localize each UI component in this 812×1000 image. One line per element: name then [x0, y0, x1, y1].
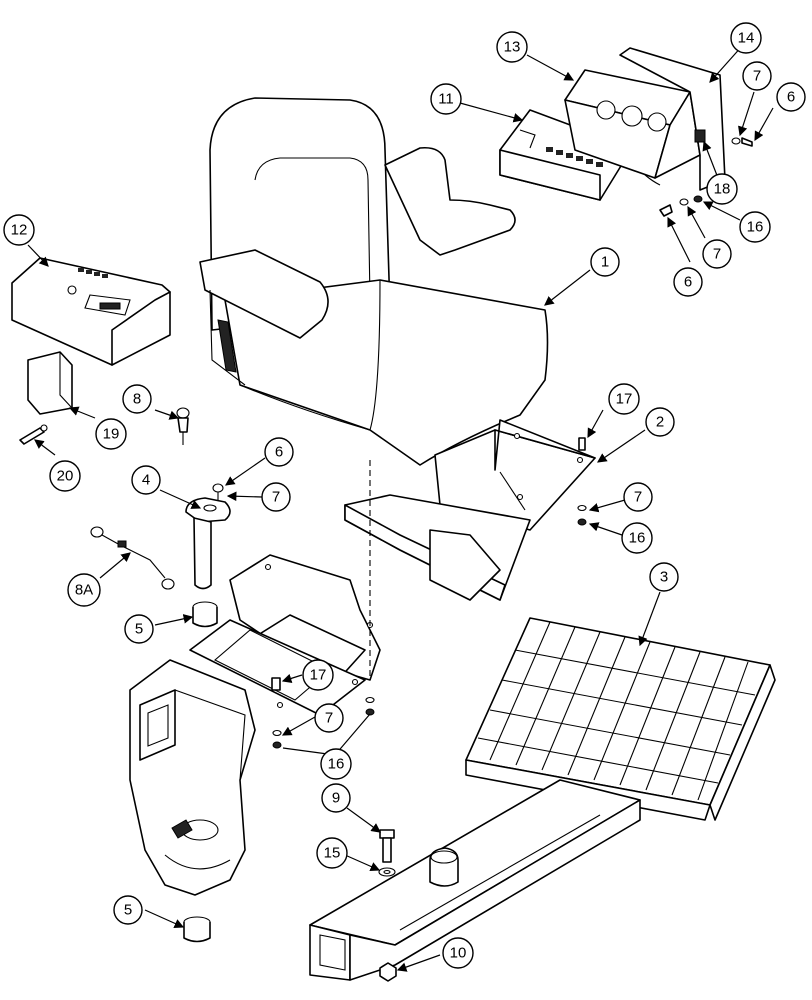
- svg-text:6: 6: [275, 444, 283, 461]
- svg-text:5: 5: [135, 621, 143, 638]
- step-grating-part: [465, 617, 776, 821]
- callout-16-frame: 16: [320, 748, 352, 780]
- svg-text:20: 20: [57, 468, 74, 485]
- svg-text:12: 12: [11, 222, 28, 239]
- callout-2: 2: [645, 407, 675, 437]
- svg-text:16: 16: [747, 219, 764, 236]
- svg-text:6: 6: [787, 89, 795, 106]
- callout-6-post: 6: [264, 437, 294, 467]
- bolt-part: [379, 829, 395, 863]
- svg-text:19: 19: [103, 426, 120, 443]
- callout-19: 19: [95, 418, 127, 450]
- svg-text:10: 10: [450, 945, 467, 962]
- svg-text:7: 7: [325, 710, 333, 727]
- svg-text:2: 2: [656, 414, 664, 431]
- frame-hardware: [271, 437, 587, 749]
- lynch-pin-part: [176, 407, 190, 445]
- svg-text:5: 5: [124, 902, 132, 919]
- svg-text:8: 8: [133, 391, 141, 408]
- washer-part: [378, 867, 396, 877]
- callout-7-plate: 7: [623, 482, 653, 512]
- callout-13: 13: [496, 31, 528, 63]
- callout-7-top: 7: [742, 61, 772, 91]
- callout-11: 11: [430, 83, 462, 115]
- svg-text:15: 15: [324, 845, 341, 862]
- callout-17-frame: 17: [302, 659, 334, 691]
- callout-10: 10: [442, 937, 474, 969]
- callout-6-box: 6: [673, 267, 703, 297]
- callout-9: 9: [321, 783, 351, 813]
- svg-text:3: 3: [660, 569, 668, 586]
- svg-text:7: 7: [634, 489, 642, 506]
- callout-14: 14: [730, 22, 762, 54]
- svg-text:4: 4: [142, 472, 150, 489]
- callout-6-top: 6: [776, 82, 806, 112]
- leader-lines: [27, 44, 774, 972]
- callout-15: 15: [316, 837, 348, 869]
- pivot-post-part: [185, 483, 231, 590]
- fastener-hardware: [659, 137, 753, 217]
- nut-part: [379, 962, 397, 982]
- callout-18: 18: [706, 173, 738, 205]
- callout-8: 8: [122, 384, 152, 414]
- callout-17-plate: 17: [608, 383, 640, 415]
- svg-text:17: 17: [616, 391, 633, 408]
- callout-5-upper: 5: [124, 614, 154, 644]
- svg-text:6: 6: [684, 274, 692, 291]
- callout-5-lower: 5: [113, 895, 143, 925]
- lanyard-cable-part: [90, 526, 175, 590]
- svg-text:16: 16: [328, 756, 345, 773]
- control-box-part: [499, 109, 661, 201]
- svg-text:7: 7: [272, 489, 280, 506]
- manual-pouch-part: [27, 351, 73, 415]
- svg-text:1: 1: [601, 254, 609, 271]
- callout-1: 1: [590, 247, 620, 277]
- bushing-upper: [192, 601, 218, 628]
- callout-7-frame: 7: [314, 703, 344, 733]
- svg-text:9: 9: [332, 790, 340, 807]
- svg-text:7: 7: [753, 68, 761, 85]
- mounting-plate-part: [434, 419, 596, 531]
- seat-frame-part: [189, 494, 531, 716]
- svg-text:18: 18: [714, 181, 731, 198]
- seat-part: [199, 97, 549, 466]
- callout-3: 3: [649, 562, 679, 592]
- callout-4: 4: [131, 465, 161, 495]
- svg-text:17: 17: [310, 667, 327, 684]
- swivel-housing-part: [129, 659, 256, 896]
- callout-16-plate: 16: [621, 522, 653, 554]
- callout-7-box: 7: [702, 239, 732, 269]
- svg-text:8A: 8A: [75, 582, 93, 599]
- callout-16-box: 16: [739, 211, 771, 243]
- svg-text:14: 14: [738, 30, 755, 47]
- svg-text:13: 13: [504, 39, 521, 56]
- callout-20: 20: [49, 460, 81, 492]
- svg-text:7: 7: [713, 246, 721, 263]
- bracket-part: [564, 47, 726, 191]
- callout-8a: 8A: [67, 573, 101, 607]
- panel-part: [11, 257, 171, 366]
- callout-7-post: 7: [261, 482, 291, 512]
- svg-text:16: 16: [629, 530, 646, 547]
- mounting-rail-part: [309, 779, 641, 981]
- svg-text:11: 11: [438, 91, 454, 108]
- pin-part: [19, 424, 48, 445]
- bushing-lower: [183, 916, 211, 943]
- callout-12: 12: [3, 214, 35, 246]
